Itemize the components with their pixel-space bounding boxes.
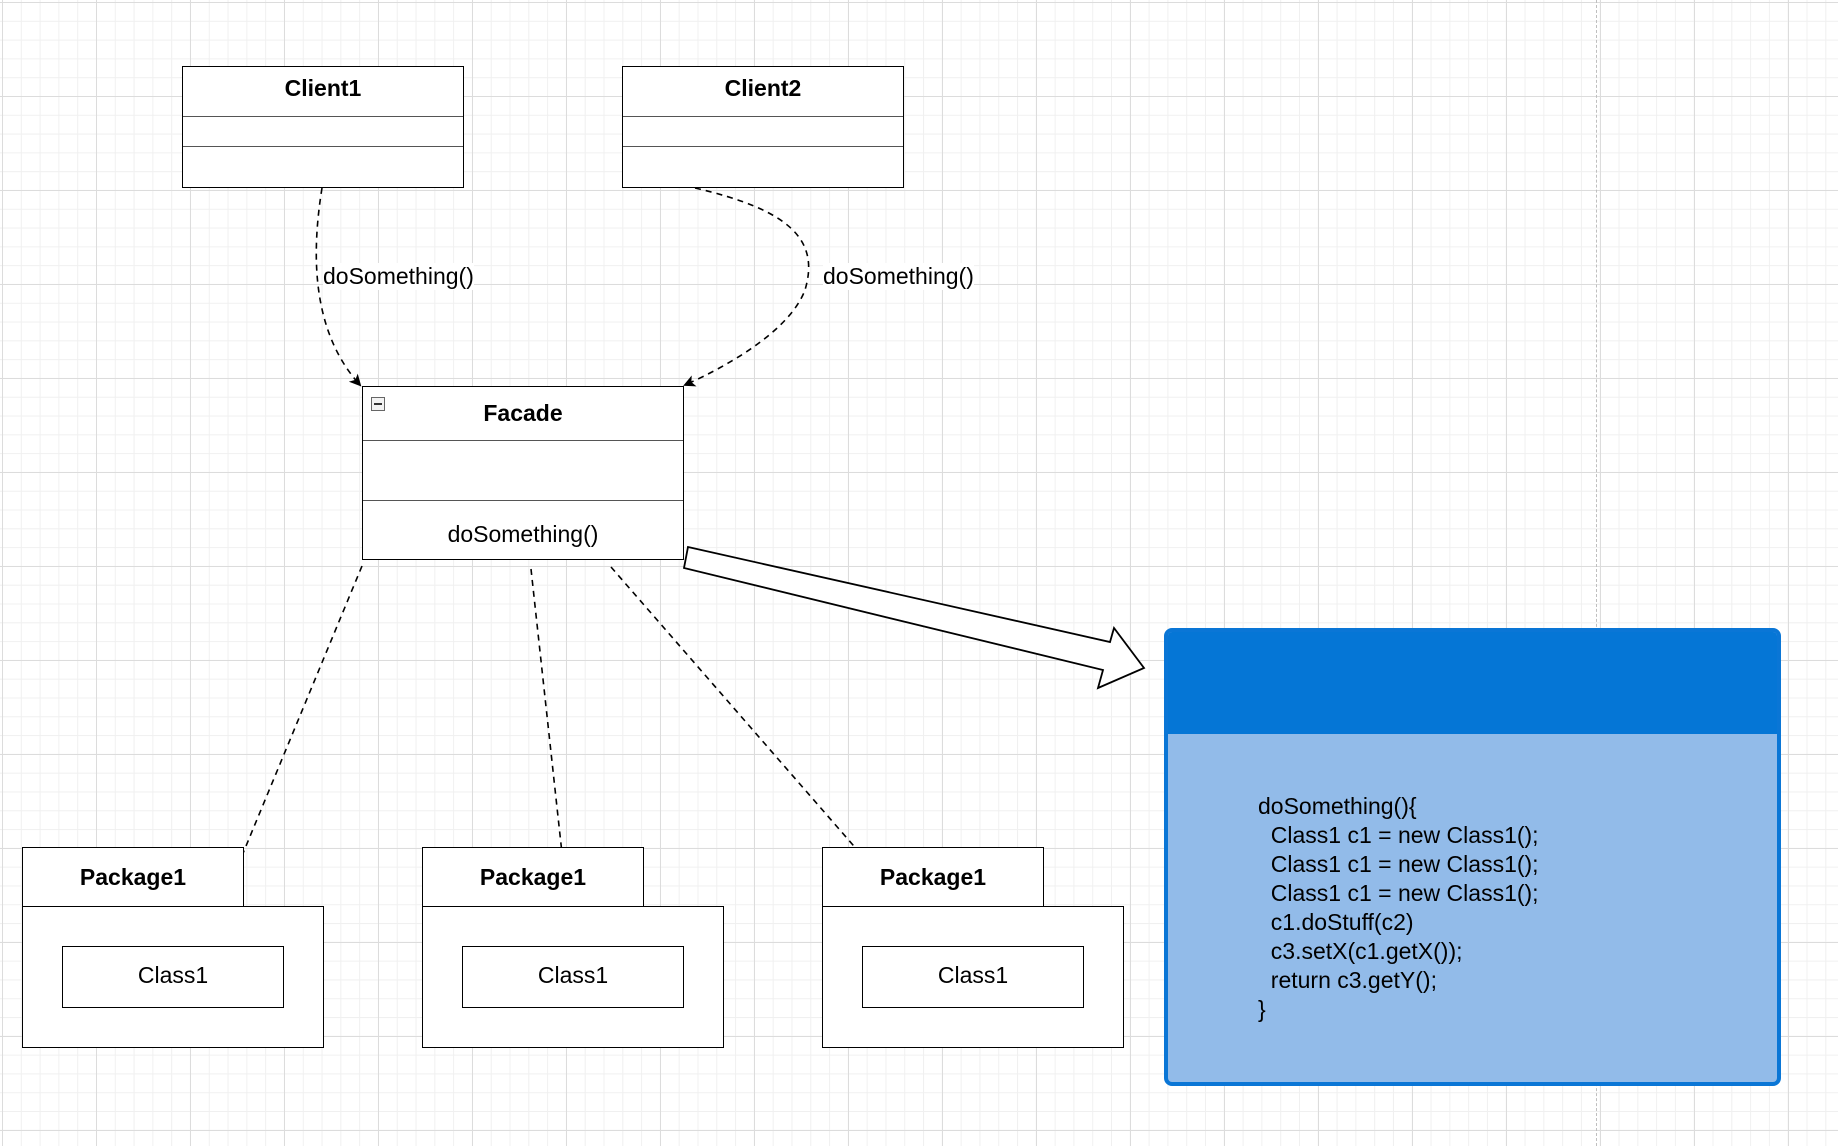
facade-to-package2-dependency[interactable] [530,568,577,947]
client2-call-label: doSomething() [823,263,974,290]
collapse-icon[interactable] [371,397,385,411]
facade-attributes-section [363,440,683,500]
client1-call-label: doSomething() [323,263,474,290]
implementation-note[interactable]: doSomething(){ Class1 c1 = new Class1();… [1164,628,1781,1086]
package2-class[interactable]: Class1 [462,946,684,1008]
facade-methods-section: doSomething() [363,500,683,558]
facade-to-note-block-arrow[interactable] [682,545,1146,690]
client1-class[interactable]: Client1 [182,66,464,188]
client1-methods-section [183,146,463,186]
package1-class[interactable]: Class1 [62,946,284,1008]
client1-attributes-section [183,116,463,146]
package3-class[interactable]: Class1 [862,946,1084,1008]
implementation-note-code: doSomething(){ Class1 c1 = new Class1();… [1258,793,1539,1022]
package1-tab[interactable]: Package1 [22,847,244,907]
facade-class-name: Facade [483,400,563,426]
package2-tab[interactable]: Package1 [422,847,644,907]
package3-tab[interactable]: Package1 [822,847,1044,907]
client1-to-facade-dependency[interactable] [315,187,362,387]
facade-class[interactable]: Facade doSomething() [362,386,684,560]
client2-class[interactable]: Client2 [622,66,904,188]
client2-attributes-section [623,116,903,146]
implementation-note-header [1168,632,1777,734]
client1-class-name: Client1 [284,75,362,101]
client2-methods-section [623,146,903,186]
client2-class-name: Client2 [724,75,802,101]
client2-to-facade-dependency[interactable] [683,187,810,387]
page-break-line [1596,0,1597,1146]
facade-method: doSomething() [447,521,599,547]
